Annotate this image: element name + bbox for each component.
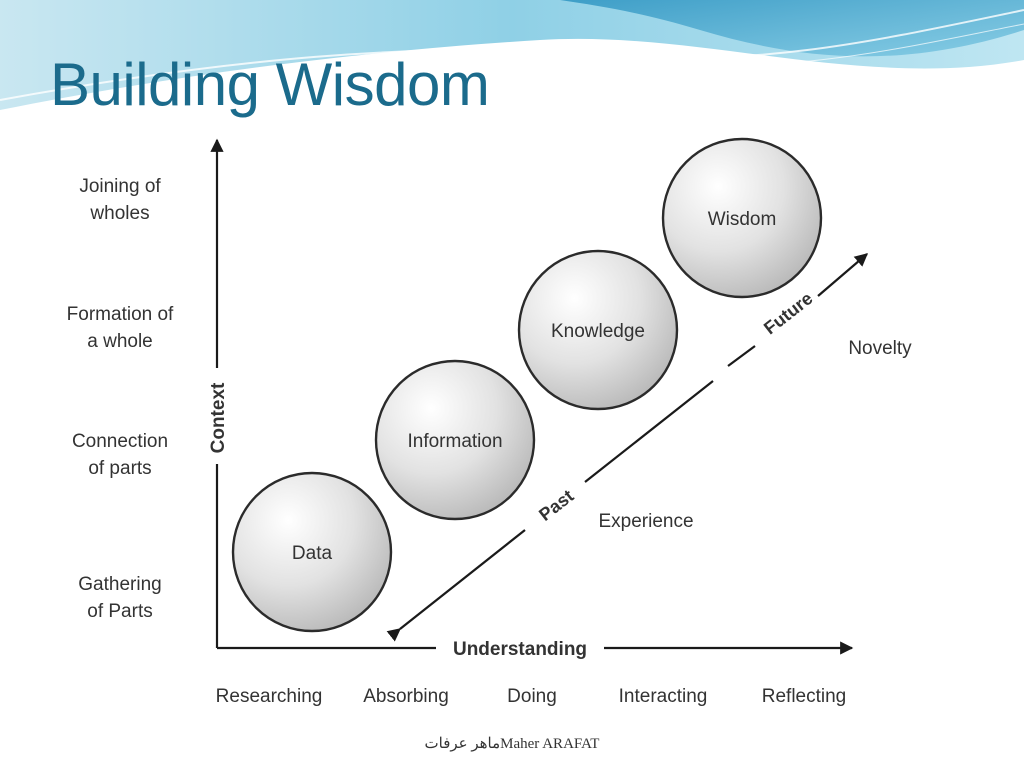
header-wave-dark (560, 0, 1024, 57)
context-level-label: wholes (89, 203, 149, 224)
context-level-label: Connection (72, 431, 168, 452)
context-level-label: a whole (87, 331, 153, 352)
timeline-future-label: Future (760, 288, 816, 338)
timeline-future-segment (727, 345, 756, 367)
y-axis-label-bg (200, 368, 234, 464)
context-level-label: of parts (88, 458, 151, 479)
timeline-past-arrow (386, 529, 526, 642)
stage-label: Knowledge (551, 321, 645, 342)
experience-label: Experience (598, 511, 693, 532)
timeline-future-arrow (817, 253, 869, 297)
context-level-label: Gathering (78, 574, 161, 595)
stage-circle-data (231, 471, 393, 633)
header-wave-line-2 (0, 23, 1024, 113)
header-wave-line (0, 9, 1024, 101)
slide-title: Building Wisdom (50, 51, 490, 118)
context-level-label: Formation of (67, 304, 174, 325)
context-level-label: of Parts (87, 601, 152, 622)
footer-credit: ماهر عرفاتMaher ARAFAT (424, 736, 600, 752)
timeline-middle-segment (584, 380, 714, 483)
y-axis-label: Context (208, 382, 229, 453)
novelty-label: Novelty (848, 338, 912, 359)
stage-circle-information (374, 359, 536, 521)
activity-label: Researching (216, 686, 323, 707)
stage-circle-wisdom (661, 137, 823, 299)
activity-label: Doing (507, 686, 557, 707)
context-level-label: Joining of (79, 176, 161, 197)
timeline-past-label: Past (535, 486, 577, 525)
activity-label: Interacting (619, 686, 708, 707)
stage-label: Data (292, 543, 333, 564)
stage-circle-knowledge (517, 249, 679, 411)
x-axis-label: Understanding (453, 639, 587, 660)
activity-label: Reflecting (762, 686, 847, 707)
stage-label: Wisdom (708, 209, 777, 230)
activity-label: Absorbing (363, 686, 449, 707)
stage-label: Information (407, 431, 502, 452)
